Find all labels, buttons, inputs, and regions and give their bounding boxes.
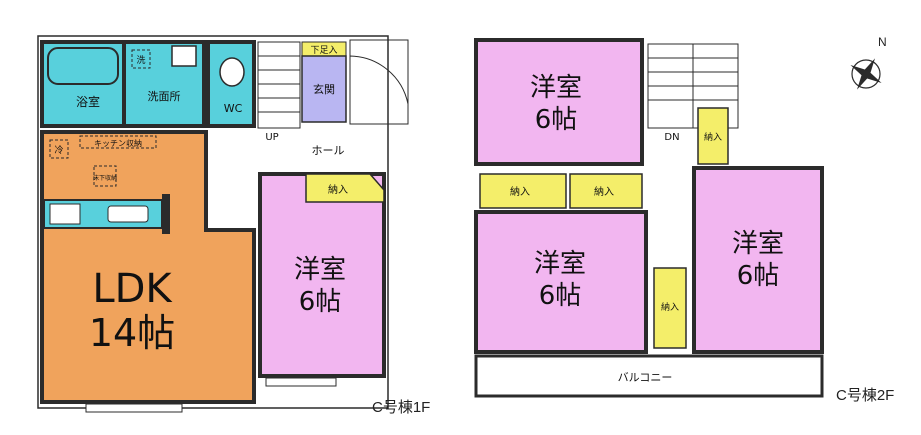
- stairs-up-label: UP: [265, 132, 278, 143]
- closet-1f: [305, 173, 385, 203]
- closet-2f-1: [697, 107, 729, 165]
- sink: [107, 205, 149, 223]
- shoebox-label: 下足入: [310, 45, 337, 56]
- room-b-label-line2: 6帖: [539, 281, 582, 311]
- floor-1-outline: [37, 35, 389, 409]
- hall-label: ホール: [312, 144, 345, 157]
- toilet: [219, 57, 245, 87]
- washer-label: 洗: [136, 54, 145, 66]
- kitchen-storage-label: キッチン収納: [94, 138, 142, 148]
- floor-2-caption: C号棟2F: [836, 387, 894, 404]
- stairs-1f: [257, 41, 301, 129]
- window-sill-western: [265, 377, 337, 387]
- washroom-label: 洗面所: [148, 90, 181, 103]
- balcony: [474, 354, 824, 398]
- room-a-label-line2: 6帖: [535, 105, 578, 135]
- closet-2f-4: [653, 267, 687, 349]
- closet-2f-3: [569, 173, 643, 209]
- western-room-2f-a: [474, 38, 644, 166]
- closet-1f-label: 納入: [328, 183, 348, 196]
- western-room-2f-c: [692, 166, 824, 354]
- entrance-label: 玄関: [313, 82, 335, 96]
- ldk-label-line1: LDK: [92, 266, 173, 312]
- closet-2f-4-label: 納入: [661, 301, 679, 313]
- compass-north-label: N: [878, 35, 887, 49]
- wc-label: WC: [224, 102, 243, 115]
- bath-label: 浴室: [76, 94, 100, 109]
- entrance-door: [349, 55, 409, 122]
- room-c-label-line1: 洋室: [732, 229, 784, 259]
- western-room-2f-b: [474, 210, 648, 354]
- stove: [49, 203, 81, 225]
- compass-icon: [850, 58, 882, 90]
- western-1f-label-line2: 6帖: [299, 287, 342, 317]
- ldk-label-line2: 14帖: [89, 311, 175, 355]
- western-room-1f: [258, 172, 386, 378]
- closet-2f-1-label: 納入: [704, 131, 722, 143]
- fridge-label: 冷: [54, 144, 63, 156]
- counter-end: [162, 194, 170, 234]
- room-c-label-line2: 6帖: [737, 261, 780, 291]
- floor-1: 浴室 洗 洗面所 WC UP 下足入 玄関 ホール: [37, 35, 430, 416]
- fridge: [49, 139, 69, 159]
- room-b-label-line1: 洋室: [534, 249, 586, 279]
- kitchen-storage: [79, 135, 157, 149]
- window-sill-ldk: [85, 403, 183, 413]
- balcony-label: バルコニー: [618, 371, 673, 384]
- closet-2f-2: [479, 173, 567, 209]
- floor-2: 洋室 6帖 DN 納入 納入 納入 洋室 6帖 納入 洋室 6帖: [474, 38, 894, 404]
- floor-1-caption: C号棟1F: [372, 399, 430, 416]
- porch: [349, 39, 409, 125]
- closet-2f-2-label: 納入: [510, 185, 530, 198]
- floor-storage-label: 床下収納: [93, 174, 117, 182]
- closet-2f-3-label: 納入: [594, 185, 614, 198]
- room-a-label-line1: 洋室: [530, 73, 582, 103]
- entrance: [301, 55, 347, 123]
- washer-box: [131, 49, 151, 69]
- bathtub: [47, 47, 119, 85]
- stairs-down-label: DN: [664, 132, 679, 143]
- washbasin: [171, 45, 197, 67]
- western-1f-label-line1: 洋室: [294, 255, 346, 285]
- floor-storage: [93, 165, 117, 187]
